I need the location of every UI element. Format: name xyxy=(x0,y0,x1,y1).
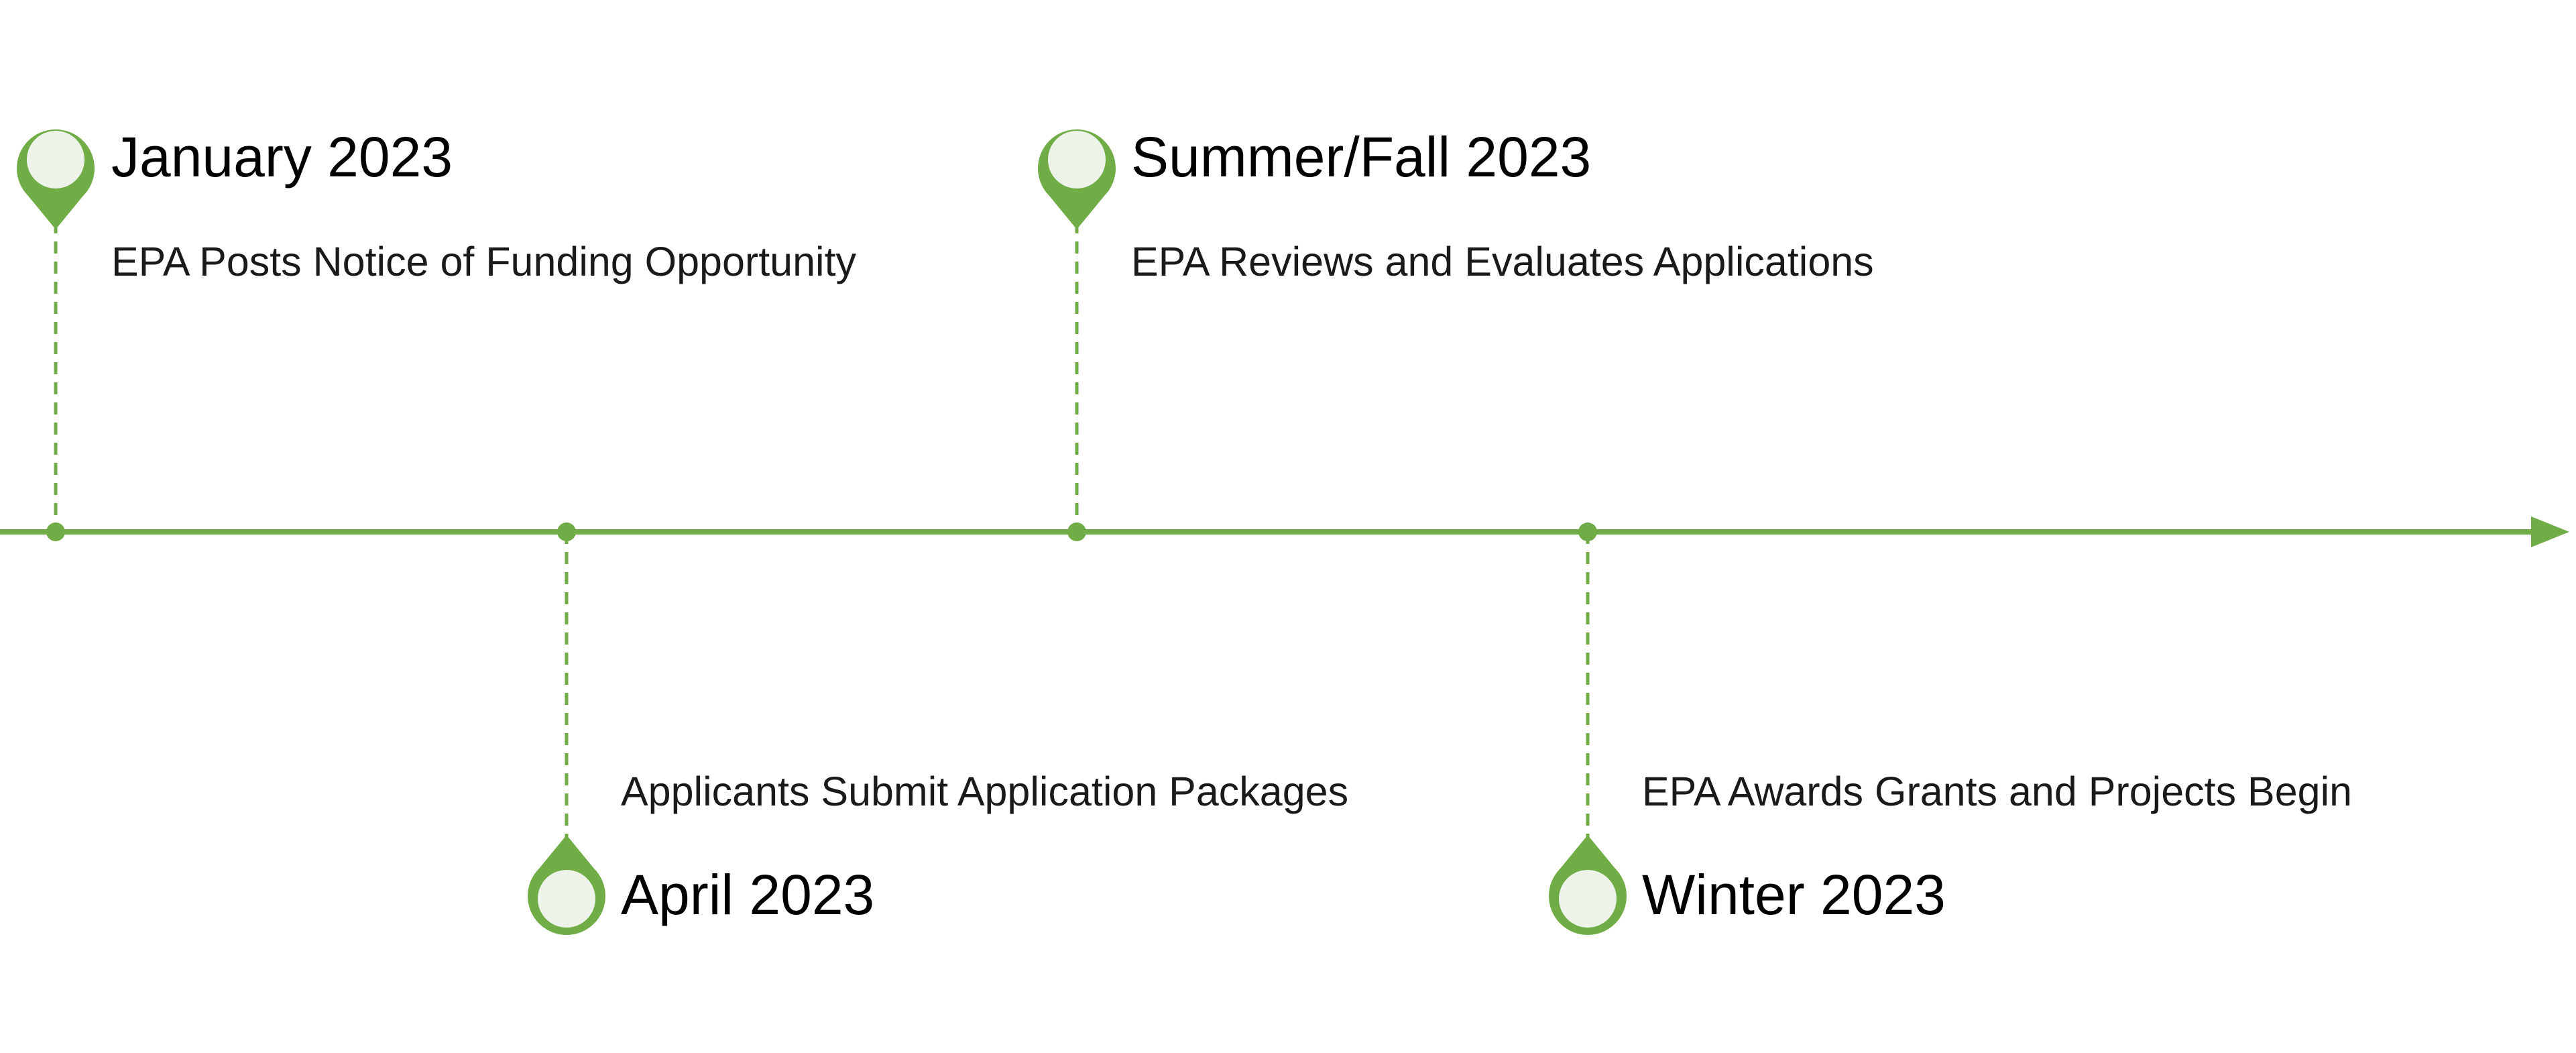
milestone-date-label: April 2023 xyxy=(621,863,875,926)
timeline-arrowhead xyxy=(2531,516,2569,547)
milestone-date-label: January 2023 xyxy=(111,125,453,188)
axis-dot xyxy=(1578,522,1597,541)
pin-inner-circle xyxy=(1559,870,1617,928)
milestone-marker-winter-2023 xyxy=(1549,522,1627,935)
axis-dot xyxy=(46,522,65,541)
pin-inner-circle xyxy=(538,870,595,928)
milestone-description: EPA Reviews and Evaluates Applications xyxy=(1131,239,1874,284)
milestone-date-label: Summer/Fall 2023 xyxy=(1131,125,1592,188)
milestone-date-label: Winter 2023 xyxy=(1642,863,1946,926)
milestone-description: EPA Awards Grants and Projects Begin xyxy=(1642,769,2353,814)
milestone-description: Applicants Submit Application Packages xyxy=(621,769,1349,814)
axis-dot xyxy=(1067,522,1086,541)
axis-dot xyxy=(557,522,576,541)
pin-inner-circle xyxy=(1048,131,1106,188)
milestone-marker-april-2023 xyxy=(528,522,605,935)
milestone-marker-january-2023 xyxy=(17,129,95,541)
milestone-marker-summer-fall-2023 xyxy=(1038,129,1116,541)
milestone-description: EPA Posts Notice of Funding Opportunity xyxy=(111,239,857,284)
pin-inner-circle xyxy=(27,131,84,188)
